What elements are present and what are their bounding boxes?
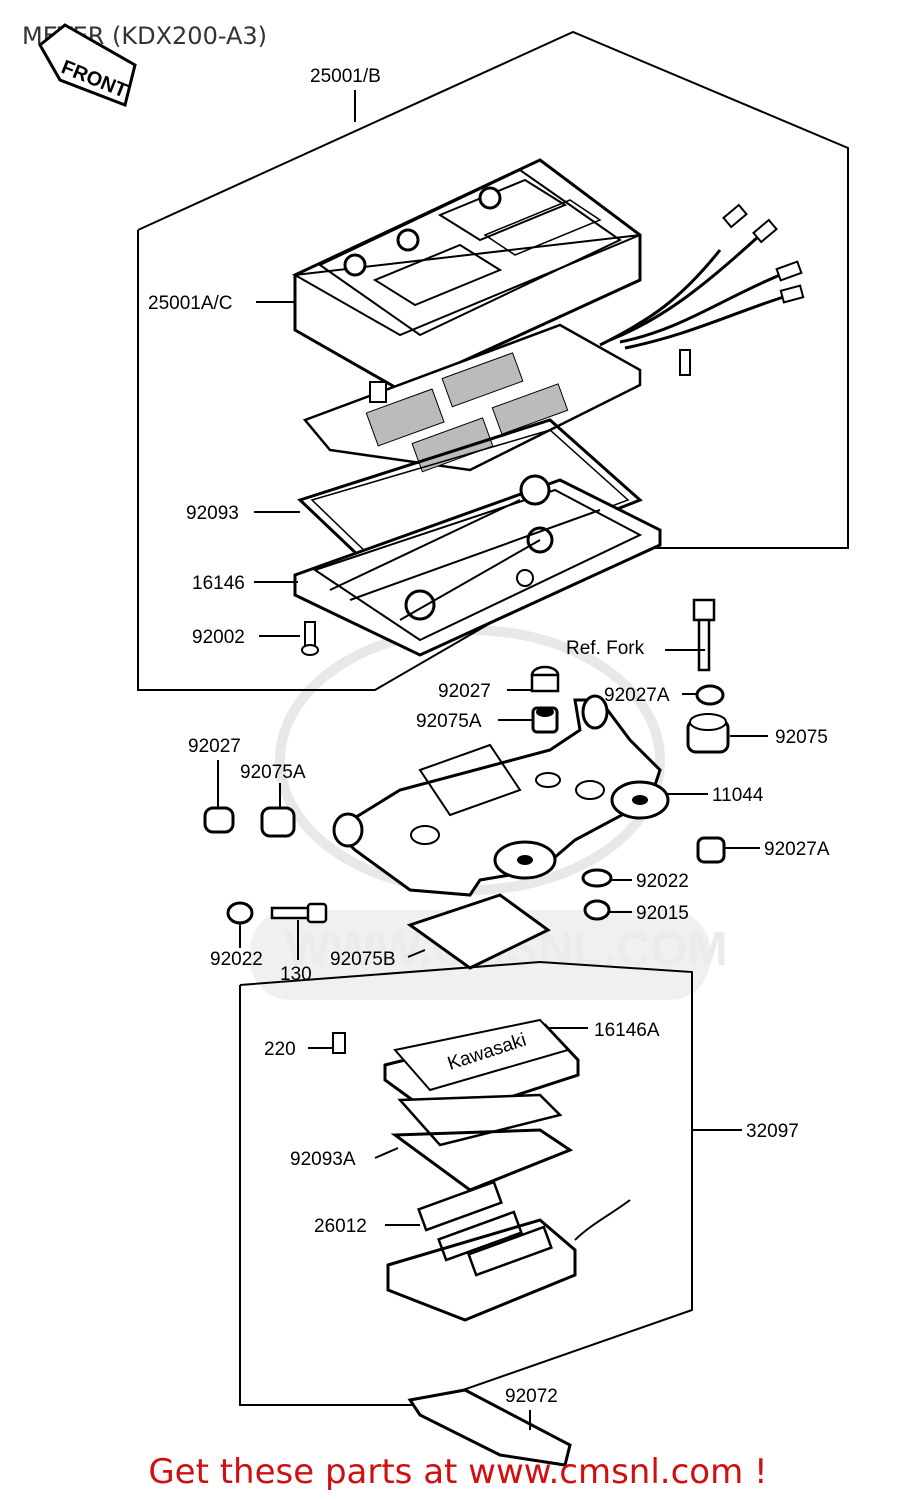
meter-circuit-plate: [302, 323, 642, 473]
label-11044[interactable]: 11044: [712, 785, 764, 806]
label-92075[interactable]: 92075: [775, 727, 828, 748]
battery-box-lid: Kawasaki: [383, 1018, 580, 1122]
label-92072[interactable]: 92072: [505, 1386, 558, 1407]
grommet-92075A-upper: [531, 706, 559, 734]
label-92075A-upper[interactable]: 92075A: [416, 711, 482, 732]
label-ref-fork[interactable]: Ref. Fork: [566, 638, 645, 659]
screw-92002-icon: [301, 621, 319, 656]
leader-lines: [217, 90, 768, 1430]
meter-bracket: [332, 694, 670, 897]
bolt-ref-fork: [692, 598, 716, 672]
label-92022-right[interactable]: 92022: [636, 871, 689, 892]
footer-link-text[interactable]: Get these parts at www.cmsnl.com !: [148, 1452, 768, 1492]
battery-box-plate: [397, 1093, 563, 1147]
grommet-92027-upper: [530, 665, 560, 693]
battery-box-base: [386, 1199, 631, 1322]
label-220[interactable]: 220: [264, 1039, 296, 1060]
label-92022-left[interactable]: 92022: [210, 949, 263, 970]
meter-housing: [291, 158, 805, 392]
washer-92022-right: [581, 868, 613, 888]
label-16146[interactable]: 16146: [192, 573, 245, 594]
label-92015[interactable]: 92015: [636, 903, 689, 924]
battery-cells: [417, 1180, 553, 1277]
battery-box-outline: [239, 960, 693, 1406]
front-arrow-icon: FRONT: [38, 23, 137, 108]
label-92027A-upper[interactable]: 92027A: [604, 685, 670, 706]
part-labels: 25001/B 25001A/C 92093 16146 92002 Ref. …: [148, 66, 830, 1407]
label-92027A-lower[interactable]: 92027A: [764, 839, 830, 860]
label-92093A[interactable]: 92093A: [290, 1149, 356, 1170]
label-25001B[interactable]: 25001/B: [310, 66, 381, 87]
meter-assembly-outline: [137, 30, 849, 691]
battery-box-gasket: [390, 1128, 574, 1192]
battery-strap-92072: [407, 1388, 572, 1467]
washer-92022-left: [226, 901, 254, 925]
label-92027-upper[interactable]: 92027: [438, 681, 491, 702]
screw-220-icon: [332, 1032, 346, 1054]
screw-icon: [679, 349, 691, 376]
label-92002[interactable]: 92002: [192, 627, 245, 648]
pad-92075B: [406, 893, 551, 970]
label-32097[interactable]: 32097: [746, 1121, 799, 1142]
collar-92027A-upper: [695, 684, 725, 706]
label-92093[interactable]: 92093: [186, 503, 239, 524]
grommet-92027-left: [203, 806, 235, 834]
grommet-92075A-left: [260, 806, 296, 838]
label-92027-left[interactable]: 92027: [188, 736, 241, 757]
collar-92027A-lower: [696, 836, 726, 864]
label-92075B[interactable]: 92075B: [330, 949, 396, 970]
nut-92015: [583, 899, 611, 921]
meter-case: [293, 474, 662, 657]
label-25001AC[interactable]: 25001A/C: [148, 293, 233, 314]
label-130[interactable]: 130: [280, 964, 312, 985]
label-16146A[interactable]: 16146A: [594, 1020, 660, 1041]
grommet-92075: [686, 713, 730, 754]
label-26012[interactable]: 26012: [314, 1216, 367, 1237]
label-92075A-left[interactable]: 92075A: [240, 762, 306, 783]
bolt-130: [270, 902, 328, 924]
